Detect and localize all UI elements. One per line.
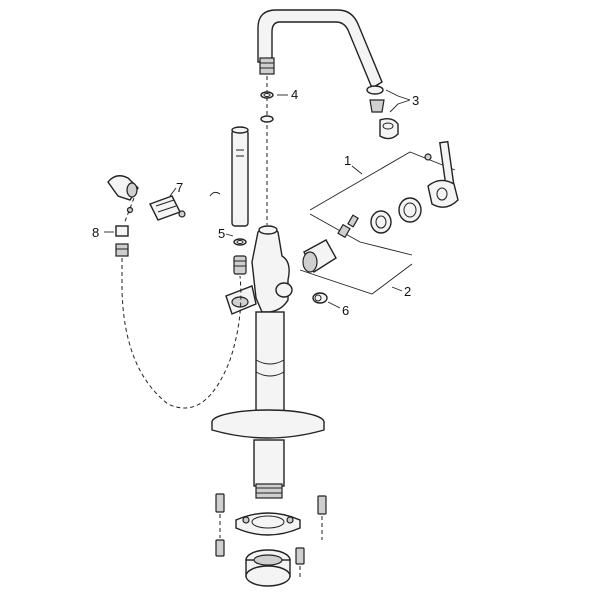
part-4-oring	[260, 91, 274, 123]
callout-2: 2	[404, 284, 411, 299]
faucet-body	[211, 225, 325, 499]
callout-5: 5	[218, 226, 225, 241]
rosette-rings	[370, 197, 422, 234]
part-6-plug	[312, 292, 328, 304]
elbow-connector	[107, 175, 139, 214]
part-7-diverter	[149, 191, 221, 221]
callout-8: 8	[92, 225, 99, 240]
spout	[257, 9, 383, 90]
bracket-2	[309, 213, 413, 256]
callout-3: 3	[412, 93, 419, 108]
shower-hose	[121, 258, 242, 409]
bracket-1	[309, 151, 456, 211]
callout-4: 4	[291, 87, 298, 102]
mounting-flange	[235, 512, 301, 536]
callout-1: 1	[344, 153, 351, 168]
hose-nut-upper	[233, 255, 247, 275]
part-8-connector	[115, 225, 129, 257]
mounting-screws	[215, 493, 327, 580]
mounting-ring	[245, 549, 291, 587]
callout-6: 6	[342, 303, 349, 318]
hand-shower	[231, 126, 249, 227]
part-5-washer	[233, 238, 247, 246]
callout-7: 7	[176, 180, 183, 195]
part-3-aerator	[366, 85, 399, 140]
lever-handle	[424, 140, 459, 208]
cartridge	[302, 214, 359, 274]
